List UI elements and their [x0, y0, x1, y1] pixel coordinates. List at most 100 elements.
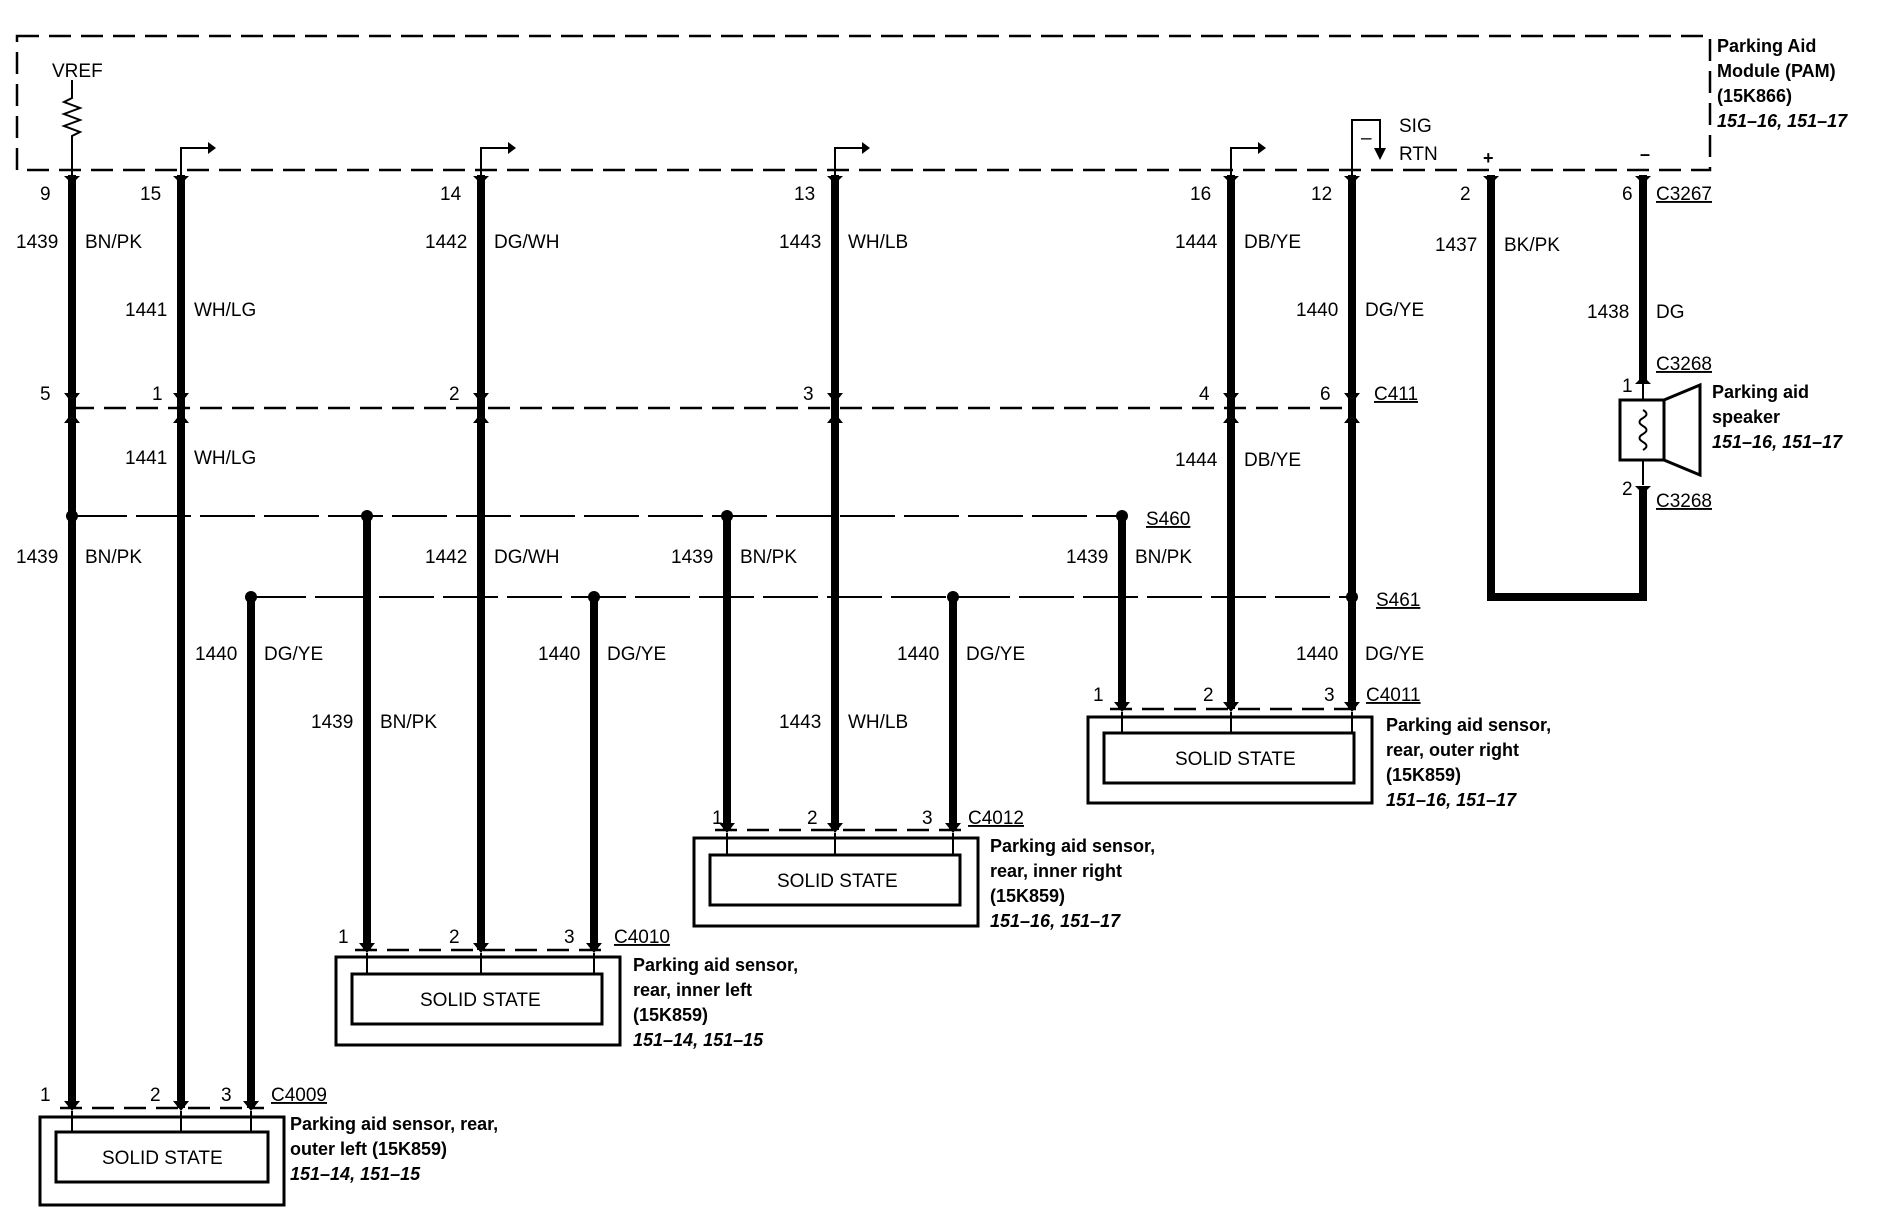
- svg-text:1: 1: [338, 927, 349, 948]
- svg-text:DB/YE: DB/YE: [1244, 450, 1301, 471]
- svg-text:1441: 1441: [125, 448, 167, 469]
- svg-text:SOLID STATE: SOLID STATE: [102, 1148, 223, 1169]
- svg-text:12: 12: [1311, 184, 1332, 205]
- svg-text:DG: DG: [1656, 302, 1685, 323]
- wires: [66, 175, 1647, 1108]
- svg-text:1: 1: [712, 808, 723, 829]
- parking-aid-speaker: C3268 1 2 C3268 Parking aid speaker 151–…: [1618, 354, 1843, 512]
- wire-1437-loop: [1487, 175, 1647, 601]
- svg-text:SOLID STATE: SOLID STATE: [420, 990, 541, 1011]
- module-refs: 151–16, 151–17: [1717, 111, 1848, 131]
- pam-minus: –: [1640, 144, 1650, 164]
- c4009-label: C4009: [271, 1085, 327, 1106]
- svg-text:1444: 1444: [1175, 232, 1218, 253]
- svg-text:BK/PK: BK/PK: [1504, 235, 1560, 256]
- lower-wire-labels: 1441 WH/LG 1444 DB/YE 1439 BN/PK 1442 DG…: [16, 448, 1424, 733]
- svg-text:1439: 1439: [1066, 547, 1108, 568]
- rtn-label: RTN: [1399, 144, 1438, 165]
- svg-text:1: 1: [1622, 376, 1633, 397]
- svg-text:151–16, 151–17: 151–16, 151–17: [1386, 790, 1517, 810]
- svg-text:1443: 1443: [779, 232, 821, 253]
- svg-text:2: 2: [449, 384, 460, 405]
- svg-text:1440: 1440: [195, 644, 237, 665]
- svg-text:Parking aid sensor, rear,: Parking aid sensor, rear,: [290, 1114, 498, 1134]
- svg-text:(15K859): (15K859): [990, 886, 1065, 906]
- svg-text:SOLID STATE: SOLID STATE: [777, 871, 898, 892]
- sig-label: SIG: [1399, 116, 1432, 137]
- svg-text:3: 3: [564, 927, 575, 948]
- svg-text:1440: 1440: [538, 644, 580, 665]
- svg-text:1439: 1439: [671, 547, 713, 568]
- svg-text:DG/YE: DG/YE: [1365, 644, 1424, 665]
- svg-text:6: 6: [1622, 184, 1633, 205]
- c3268-label-top: C3268: [1656, 354, 1712, 375]
- svg-text:2: 2: [807, 808, 818, 829]
- speaker-refs: 151–16, 151–17: [1712, 432, 1843, 452]
- svg-text:2: 2: [1622, 479, 1633, 500]
- upper-wire-labels: 1439 BN/PK 1441 WH/LG 1442 DG/WH 1443 WH…: [16, 232, 1685, 323]
- svg-text:14: 14: [440, 184, 462, 205]
- svg-text:1440: 1440: [1296, 644, 1338, 665]
- svg-text:1439: 1439: [16, 547, 58, 568]
- c4012-label: C4012: [968, 808, 1024, 829]
- svg-text:DG/YE: DG/YE: [264, 644, 323, 665]
- svg-text:1440: 1440: [1296, 300, 1338, 321]
- svg-text:WH/LG: WH/LG: [194, 300, 256, 321]
- vref-label: VREF: [52, 61, 103, 82]
- pam-pin-numbers: 9 15 14 13 16 12 2 6 C3267: [40, 184, 1712, 205]
- svg-text:151–14, 151–15: 151–14, 151–15: [633, 1030, 764, 1050]
- vref-resistor-symbol: [61, 80, 83, 175]
- module-dashed-border: [15, 34, 1712, 172]
- svg-text:WH/LB: WH/LB: [848, 232, 908, 253]
- svg-text:WH/LG: WH/LG: [194, 448, 256, 469]
- svg-text:BN/PK: BN/PK: [380, 712, 437, 733]
- svg-text:WH/LB: WH/LB: [848, 712, 908, 733]
- svg-text:9: 9: [40, 184, 51, 205]
- svg-text:1442: 1442: [425, 547, 467, 568]
- svg-text:1: 1: [152, 384, 163, 405]
- svg-text:151–16, 151–17: 151–16, 151–17: [990, 911, 1121, 931]
- svg-text:3: 3: [922, 808, 933, 829]
- speaker-name-1: Parking aid: [1712, 382, 1809, 402]
- sensor-inner-left: 1 2 3 C4010 SOLID STATE Parking aid sens…: [334, 927, 798, 1050]
- module-name-3: (15K866): [1717, 86, 1792, 106]
- svg-text:1440: 1440: [897, 644, 939, 665]
- svg-text:rear, inner right: rear, inner right: [990, 861, 1122, 881]
- svg-text:5: 5: [40, 384, 51, 405]
- svg-text:16: 16: [1190, 184, 1211, 205]
- svg-text:6: 6: [1320, 384, 1331, 405]
- c3267-label: C3267: [1656, 184, 1712, 205]
- sensor-inner-right: 1 2 3 C4012 SOLID STATE Parking aid sens…: [692, 808, 1155, 931]
- svg-text:1439: 1439: [311, 712, 353, 733]
- svg-text:1442: 1442: [425, 232, 467, 253]
- svg-text:3: 3: [803, 384, 814, 405]
- svg-text:3: 3: [1324, 685, 1335, 706]
- svg-text:15: 15: [140, 184, 161, 205]
- svg-text:(15K859): (15K859): [633, 1005, 708, 1025]
- svg-text:2: 2: [449, 927, 460, 948]
- module-name-2: Module (PAM): [1717, 61, 1836, 81]
- svg-text:Parking aid sensor,: Parking aid sensor,: [1386, 715, 1551, 735]
- svg-text:4: 4: [1199, 384, 1210, 405]
- svg-text:1: 1: [40, 1085, 51, 1106]
- svg-text:1437: 1437: [1435, 235, 1477, 256]
- svg-text:2: 2: [1203, 685, 1214, 706]
- svg-text:1441: 1441: [125, 300, 167, 321]
- svg-text:rear, outer right: rear, outer right: [1386, 740, 1519, 760]
- svg-text:BN/PK: BN/PK: [85, 547, 142, 568]
- sensor-outer-right: 1 2 3 C4011 SOLID STATE Parking aid sens…: [1086, 685, 1551, 810]
- c4010-label: C4010: [614, 927, 670, 948]
- svg-text:Parking aid sensor,: Parking aid sensor,: [990, 836, 1155, 856]
- svg-text:SOLID STATE: SOLID STATE: [1175, 749, 1296, 770]
- s461-label: S461: [1376, 590, 1420, 611]
- signal-flag-icons: [180, 142, 1266, 175]
- svg-text:DB/YE: DB/YE: [1244, 232, 1301, 253]
- speaker-name-2: speaker: [1712, 407, 1780, 427]
- c4011-label: C4011: [1366, 685, 1421, 706]
- speaker-coil-box: [1618, 398, 1666, 462]
- svg-text:outer left (15K859): outer left (15K859): [290, 1139, 447, 1159]
- svg-text:13: 13: [794, 184, 815, 205]
- sensor-outer-left: 1 2 3 C4009 SOLID STATE Parking aid sens…: [38, 1085, 498, 1207]
- svg-text:(15K859): (15K859): [1386, 765, 1461, 785]
- c3268-label-bottom: C3268: [1656, 491, 1712, 512]
